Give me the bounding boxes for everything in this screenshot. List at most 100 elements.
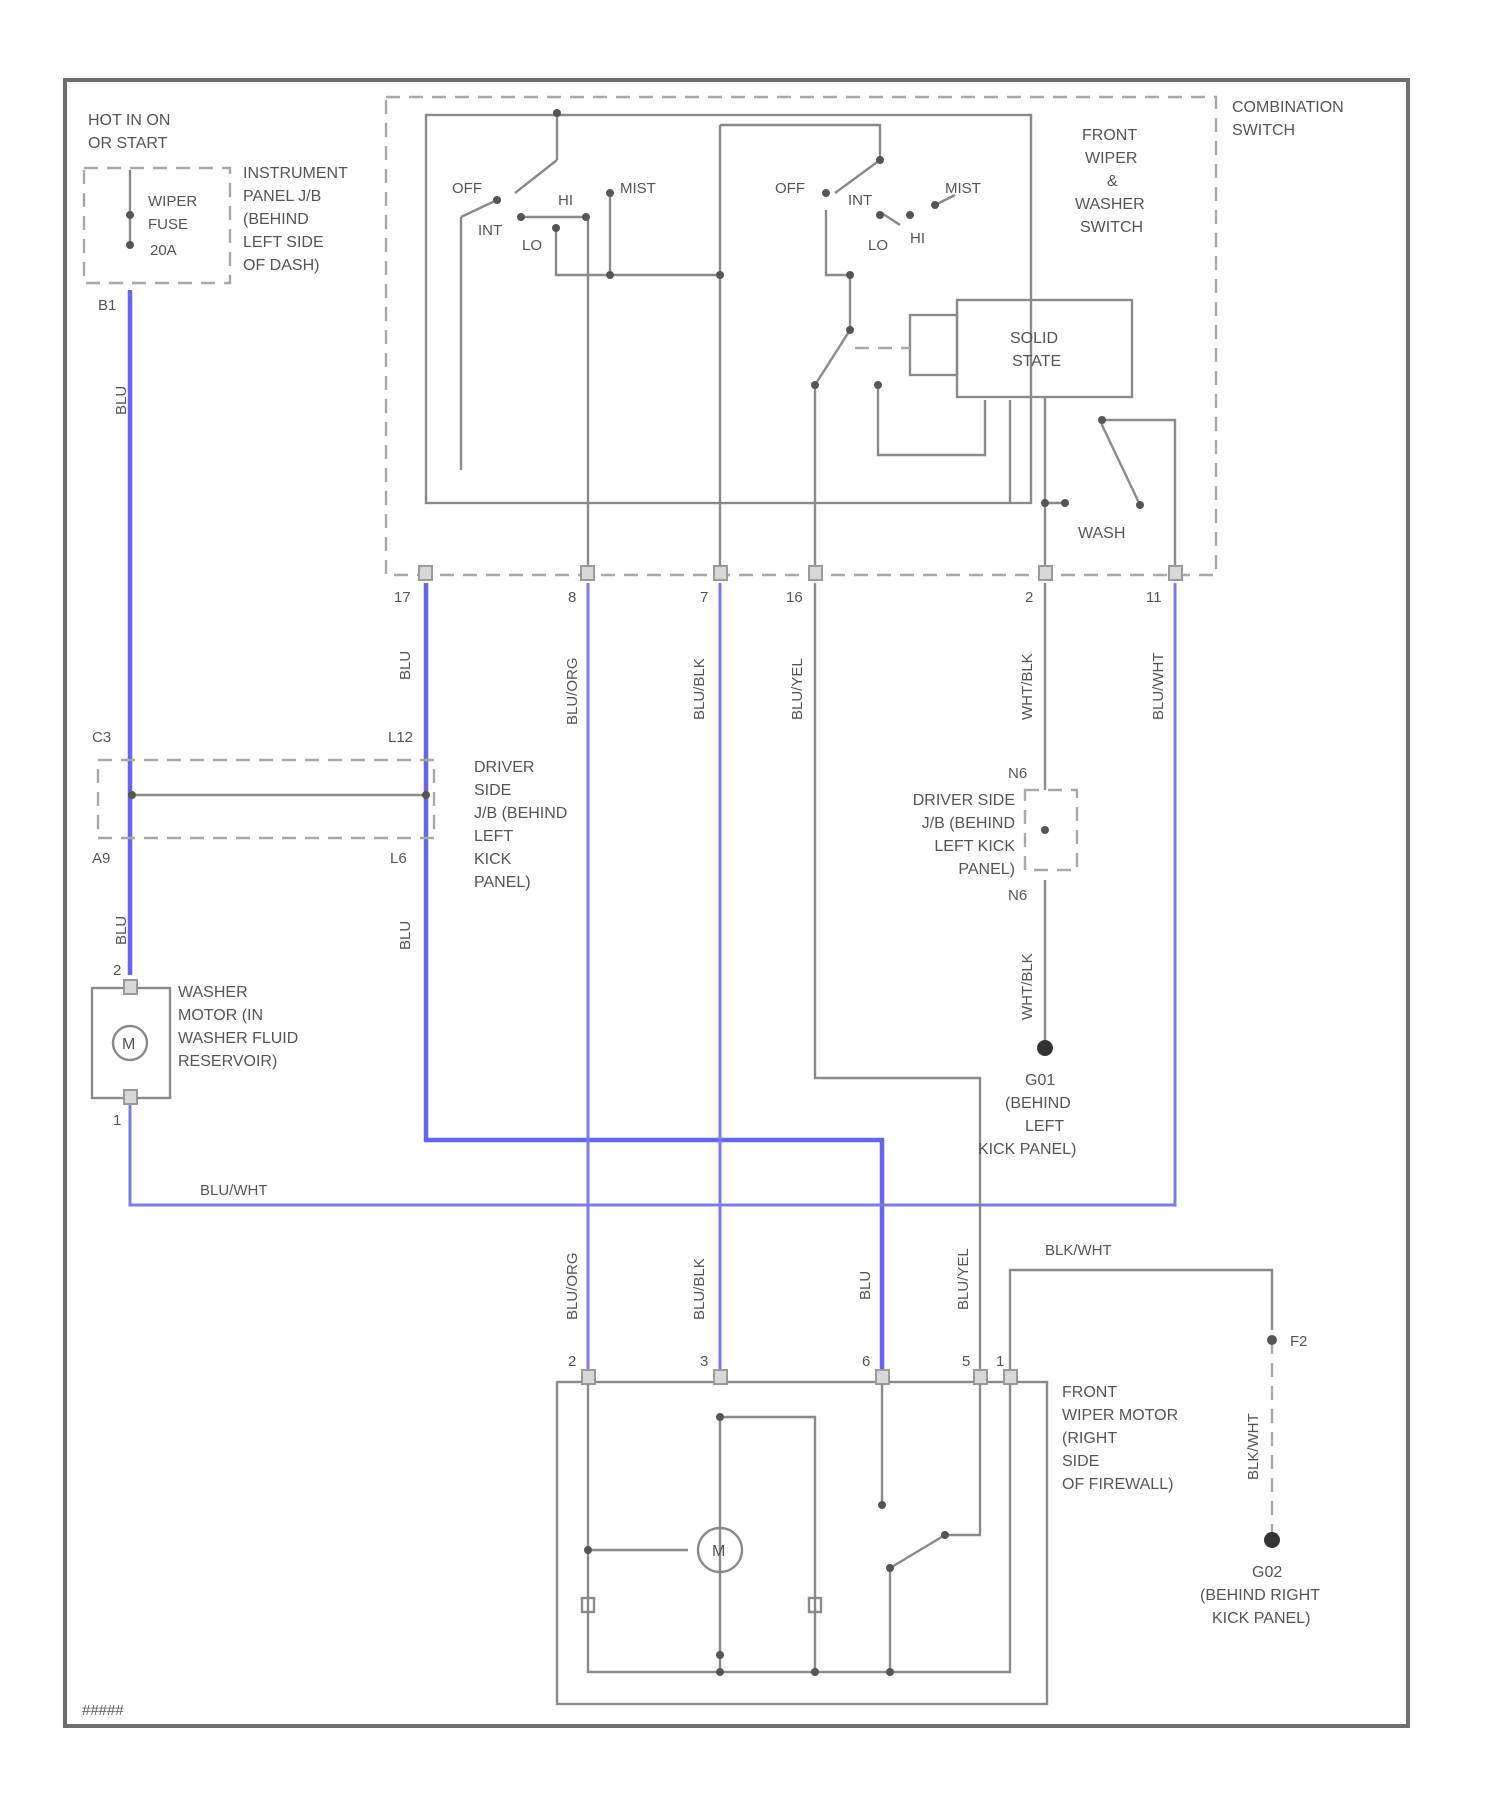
jb-right-pin-top: N6: [1008, 765, 1027, 782]
wire-label-blu-3: BLU: [113, 916, 130, 945]
driver-jb-left-label-1: DRIVER: [474, 759, 534, 776]
wire-label-blu-yel-2: BLU/YEL: [955, 1248, 972, 1310]
ip-jb-label-3: (BEHIND: [243, 211, 309, 228]
power-source-label-1: HOT IN ON: [88, 112, 170, 129]
motor-pin-3: 3: [700, 1353, 708, 1370]
wire-label-wht-blk-2: WHT/BLK: [1019, 953, 1036, 1020]
ground-g02-label-3: KICK PANEL): [1212, 1610, 1310, 1627]
solid-state-label-2: STATE: [1012, 353, 1061, 370]
ground-g01-symbol: [1037, 1040, 1053, 1056]
wiper-motor-label-1: FRONT: [1062, 1384, 1117, 1401]
ground-g01-label-2: (BEHIND: [1005, 1095, 1071, 1112]
switch-pin-2: 2: [1025, 589, 1033, 606]
combination-switch-terminals: [419, 566, 1182, 580]
washer-pin-1: 1: [113, 1112, 121, 1129]
washer-motor-m: M: [122, 1036, 135, 1053]
switch-pin-11: 11: [1146, 589, 1162, 606]
wiper-washer-switch-label-4: WASHER: [1075, 196, 1145, 213]
highlighted-blu-circuit: [130, 290, 1175, 1370]
wiper-motor-label-4: SIDE: [1062, 1453, 1099, 1470]
right-switch-mist: MIST: [945, 180, 981, 197]
switch-pin-7: 7: [700, 589, 708, 606]
wire-label-blu-1: BLU: [113, 386, 130, 415]
wire-label-blk-wht-2: BLK/WHT: [1245, 1413, 1262, 1480]
switch-contact-dots: [493, 109, 1144, 509]
driver-side-jb-right-box: [1025, 790, 1077, 870]
wiper-motor-label-3: (RIGHT: [1062, 1430, 1117, 1447]
wiper-motor-label-2: WIPER MOTOR: [1062, 1407, 1178, 1424]
ground-g02-symbol: [1264, 1532, 1280, 1548]
washer-motor-label-3: WASHER FLUID: [178, 1030, 298, 1047]
switch-pin-17: 17: [394, 589, 411, 606]
wire-label-blu-2: BLU: [397, 651, 414, 680]
right-switch-off: OFF: [775, 180, 805, 197]
ground-g01-label-3: LEFT: [1025, 1118, 1064, 1135]
driver-jb-left-label-2: SIDE: [474, 782, 511, 799]
wire-label-wht-blk-1: WHT/BLK: [1019, 653, 1036, 720]
ground-g01-label-4: KICK PANEL): [978, 1141, 1076, 1158]
wire-label-blu-yel-1: BLU/YEL: [789, 658, 806, 720]
wire-label-blu-org-2: BLU/ORG: [564, 1252, 581, 1320]
front-wiper-motor-box: [557, 1382, 1047, 1704]
wire-label-blu-blk-2: BLU/BLK: [691, 1258, 708, 1320]
wire-label-blk-wht-1: BLK/WHT: [1045, 1242, 1112, 1259]
left-switch-int: INT: [478, 222, 502, 239]
motor-pin-2: 2: [568, 1353, 576, 1370]
ip-jb-label-5: OF DASH): [243, 257, 319, 274]
wiper-motor-nodes: [584, 1413, 949, 1676]
washer-motor-label-1: WASHER: [178, 984, 248, 1001]
wire-label-blu-blk-1: BLU/BLK: [691, 658, 708, 720]
wire-label-blu-wht-2: BLU/WHT: [200, 1182, 268, 1199]
wire-label-blu-4: BLU: [397, 921, 414, 950]
ground-g02-label-2: (BEHIND RIGHT: [1200, 1587, 1320, 1604]
jb-right-pin-bottom: N6: [1008, 887, 1027, 904]
jb-left-pin-c3: C3: [92, 729, 111, 746]
right-switch-lo: LO: [868, 237, 888, 254]
driver-jb-right-label-2: J/B (BEHIND: [922, 815, 1015, 832]
ground-g01-label-1: G01: [1025, 1072, 1055, 1089]
wiper-fuse-label-2: FUSE: [148, 216, 188, 233]
wiper-fuse-label-1: WIPER: [148, 193, 197, 210]
switch-pin-8: 8: [568, 589, 576, 606]
wiper-motor-internal-wiring: [588, 1384, 1010, 1672]
left-switch-off: OFF: [452, 180, 482, 197]
driver-side-jb-left-box: [98, 760, 434, 838]
combination-switch-label-2: SWITCH: [1232, 122, 1295, 139]
ground-pin-f2: F2: [1290, 1333, 1308, 1350]
solid-state-label-1: SOLID: [1010, 330, 1058, 347]
wire-label-blu-wht-1: BLU/WHT: [1150, 653, 1167, 721]
wire-label-blu-org-1: BLU/ORG: [564, 657, 581, 725]
washer-pin-2: 2: [113, 962, 121, 979]
jb-left-pin-l12: L12: [388, 729, 413, 746]
combination-switch-label-1: COMBINATION: [1232, 99, 1344, 116]
washer-motor-label-4: RESERVOIR): [178, 1053, 277, 1070]
driver-jb-right-label-1: DRIVER SIDE: [913, 792, 1015, 809]
wiper-motor-label-5: OF FIREWALL): [1062, 1476, 1173, 1493]
wiper-washer-switch-label-3: &: [1107, 173, 1118, 190]
driver-jb-left-label-5: KICK: [474, 851, 512, 868]
left-switch-hi: HI: [558, 192, 573, 209]
left-switch-mist: MIST: [620, 180, 656, 197]
fuse-pin-b1: B1: [98, 297, 116, 314]
motor-pin-1: 1: [996, 1353, 1004, 1370]
wash-switch-label: WASH: [1078, 525, 1125, 542]
left-switch-lo: LO: [522, 237, 542, 254]
wiper-washer-switch-label-5: SWITCH: [1080, 219, 1143, 236]
right-switch-hi: HI: [910, 230, 925, 247]
wiper-washer-switch-label-2: WIPER: [1085, 150, 1137, 167]
washer-motor-label-2: MOTOR (IN: [178, 1007, 263, 1024]
ip-jb-label-4: LEFT SIDE: [243, 234, 324, 251]
driver-jb-left-label-3: J/B (BEHIND: [474, 805, 567, 822]
power-source-label-2: OR START: [88, 135, 168, 152]
driver-jb-right-label-4: PANEL): [958, 861, 1015, 878]
wire-label-blu-5: BLU: [857, 1271, 874, 1300]
wiper-washer-switch-label-1: FRONT: [1082, 127, 1137, 144]
motor-pin-5: 5: [962, 1353, 970, 1370]
motor-pin-6: 6: [862, 1353, 870, 1370]
wiper-motor-m: M: [712, 1543, 725, 1560]
jb-left-pin-a9: A9: [92, 850, 110, 867]
ground-g02-label-1: G02: [1252, 1564, 1282, 1581]
wiper-fuse-label-3: 20A: [150, 242, 177, 259]
figure-id: #####: [82, 1702, 124, 1719]
